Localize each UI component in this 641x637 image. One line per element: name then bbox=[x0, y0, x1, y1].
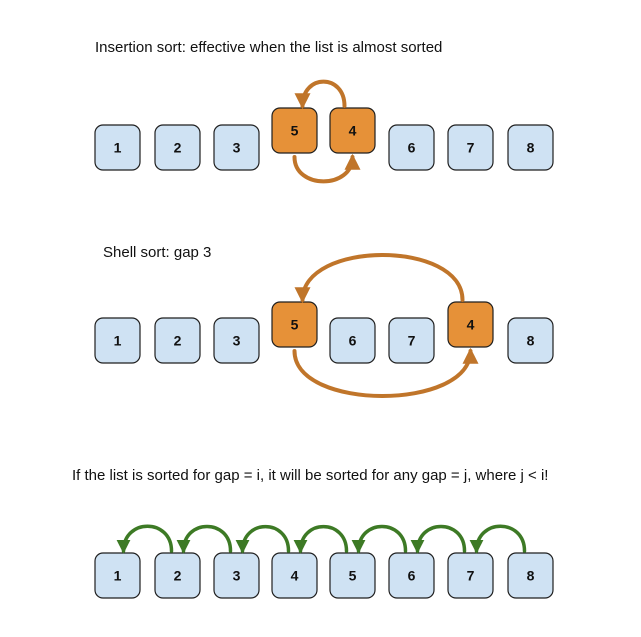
box-number: 5 bbox=[291, 123, 299, 139]
number-box bbox=[507, 552, 554, 599]
green-arrow bbox=[176, 524, 233, 554]
number-box bbox=[388, 317, 435, 364]
number-box bbox=[94, 317, 141, 364]
box-number: 6 bbox=[408, 568, 416, 584]
list-item-box: 5 bbox=[271, 107, 318, 154]
green-arrow bbox=[351, 524, 408, 554]
number-box bbox=[213, 317, 260, 364]
box-number: 1 bbox=[114, 333, 122, 349]
caption-gap-rule: If the list is sorted for gap = i, it wi… bbox=[72, 467, 549, 484]
orange-arrow bbox=[292, 347, 479, 398]
box-number: 5 bbox=[349, 568, 357, 584]
box-number: 8 bbox=[527, 568, 535, 584]
list-item-box: 6 bbox=[388, 552, 435, 599]
list-item-box: 6 bbox=[329, 317, 376, 364]
list-item-box: 2 bbox=[154, 317, 201, 364]
green-arrow bbox=[469, 524, 527, 554]
box-number: 8 bbox=[527, 140, 535, 156]
list-item-box: 1 bbox=[94, 552, 141, 599]
number-box bbox=[94, 124, 141, 171]
caption-insertion-sort: Insertion sort: effective when the list … bbox=[95, 39, 443, 56]
list-item-box: 1 bbox=[94, 317, 141, 364]
list-item-box: 2 bbox=[154, 552, 201, 599]
box-number: 4 bbox=[291, 568, 299, 584]
highlighted-box bbox=[329, 107, 376, 154]
green-arrow bbox=[293, 525, 349, 554]
box-number: 1 bbox=[114, 140, 122, 156]
green-arrow bbox=[235, 525, 291, 554]
box-number: 8 bbox=[527, 333, 535, 349]
caption-shell-sort: Shell sort: gap 3 bbox=[103, 244, 212, 261]
box-number: 3 bbox=[233, 333, 241, 349]
box-number: 6 bbox=[349, 333, 357, 349]
list-item-box: 7 bbox=[447, 124, 494, 171]
number-box bbox=[154, 317, 201, 364]
orange-arrow bbox=[294, 253, 465, 304]
box-number: 2 bbox=[174, 568, 182, 584]
green-arrow bbox=[410, 524, 467, 554]
box-number: 4 bbox=[349, 123, 357, 139]
list-item-box: 7 bbox=[388, 317, 435, 364]
list-item-box: 6 bbox=[388, 124, 435, 171]
list-item-box: 3 bbox=[213, 317, 260, 364]
row-insertion-sort: 1 2 3 5 4 6 7 8 bbox=[94, 79, 554, 184]
box-number: 5 bbox=[291, 317, 299, 333]
box-number: 7 bbox=[408, 333, 416, 349]
highlighted-box bbox=[271, 107, 318, 154]
green-arrow bbox=[116, 524, 174, 554]
list-item-box: 4 bbox=[447, 301, 494, 348]
list-item-box: 7 bbox=[447, 552, 494, 599]
list-item-box: 2 bbox=[154, 124, 201, 171]
orange-arrow bbox=[292, 153, 361, 184]
box-number: 3 bbox=[233, 140, 241, 156]
list-item-box: 4 bbox=[271, 552, 318, 599]
row-gap-rule: 1 2 3 4 5 6 7 8 bbox=[94, 524, 554, 599]
highlighted-box bbox=[447, 301, 494, 348]
list-item-box: 8 bbox=[507, 124, 554, 171]
box-number: 4 bbox=[467, 317, 475, 333]
box-number: 7 bbox=[467, 140, 475, 156]
number-box bbox=[388, 124, 435, 171]
list-item-box: 5 bbox=[271, 301, 318, 348]
number-box bbox=[447, 124, 494, 171]
box-number: 7 bbox=[467, 568, 475, 584]
row-shell-sort: 1 2 3 5 6 7 4 8 bbox=[94, 253, 554, 398]
box-number: 2 bbox=[174, 333, 182, 349]
number-box bbox=[507, 124, 554, 171]
box-number: 6 bbox=[408, 140, 416, 156]
list-item-box: 4 bbox=[329, 107, 376, 154]
list-item-box: 8 bbox=[507, 317, 554, 364]
number-box bbox=[507, 317, 554, 364]
box-number: 1 bbox=[114, 568, 122, 584]
highlighted-box bbox=[271, 301, 318, 348]
box-number: 2 bbox=[174, 140, 182, 156]
list-item-box: 1 bbox=[94, 124, 141, 171]
number-box bbox=[213, 124, 260, 171]
box-number: 3 bbox=[233, 568, 241, 584]
number-box bbox=[329, 317, 376, 364]
list-item-box: 3 bbox=[213, 552, 260, 599]
list-item-box: 3 bbox=[213, 124, 260, 171]
list-item-box: 5 bbox=[329, 552, 376, 599]
list-item-box: 8 bbox=[507, 552, 554, 599]
number-box bbox=[154, 124, 201, 171]
orange-arrow bbox=[294, 79, 347, 110]
